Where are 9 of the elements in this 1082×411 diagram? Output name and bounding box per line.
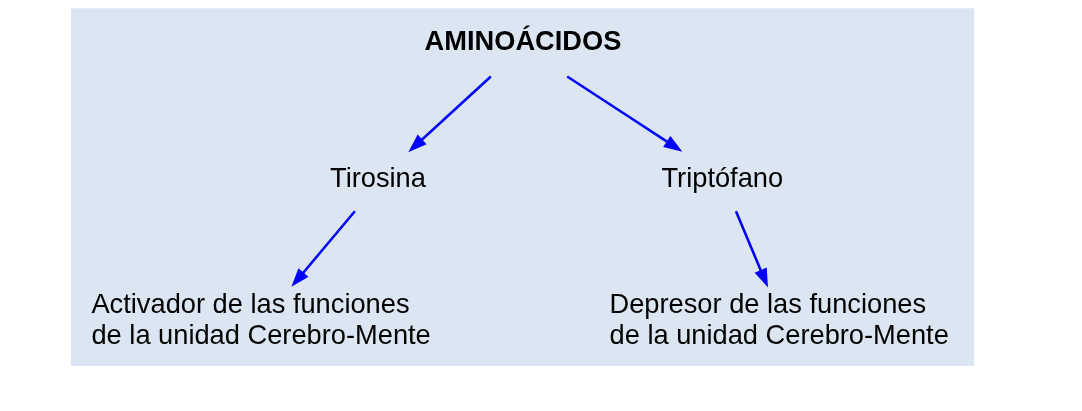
arrow xyxy=(408,75,492,153)
node-text: Tirosina xyxy=(330,161,426,193)
node-text: Activador de las funciones de la unidad Cerebro-Mente xyxy=(91,287,431,350)
arrow xyxy=(291,210,356,287)
node-text: Triptófano xyxy=(661,161,784,193)
arrow xyxy=(566,75,683,152)
node-text: Depresor de las funciones de la unidad Cerebro-Mente xyxy=(609,287,949,350)
node-text: AMINOÁCIDOS xyxy=(424,25,622,57)
arrow xyxy=(734,210,768,288)
